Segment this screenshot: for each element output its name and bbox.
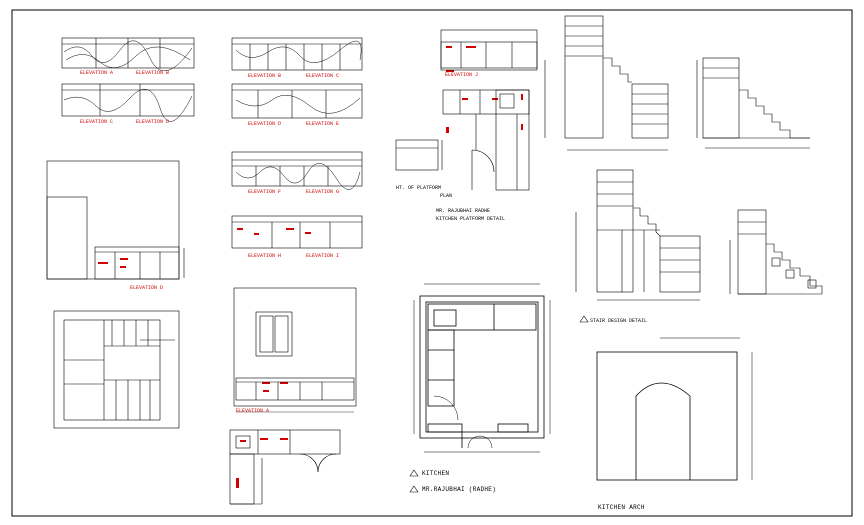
platform-elevation-top-center bbox=[440, 29, 538, 71]
triangle-markers bbox=[409, 315, 589, 493]
label-elevation-d-top: ELEVATION D bbox=[136, 119, 170, 125]
label-elevation-c-mid: ELEVATION C bbox=[306, 73, 340, 79]
label-stair-design-detail: STAIR DESIGN DETAIL bbox=[590, 318, 648, 324]
label-elevation-d-left: ELEVATION D bbox=[130, 285, 164, 291]
label-elevation-a-top: ELEVATION A bbox=[80, 70, 114, 76]
elevation-strip-f bbox=[231, 215, 363, 249]
label-elevation-e-mid: ELEVATION E bbox=[306, 121, 340, 127]
label-plan: PLAN bbox=[440, 193, 453, 199]
elevation-strip-a bbox=[61, 37, 195, 72]
sheet-border bbox=[11, 9, 853, 517]
kitchen-plan bbox=[413, 283, 551, 453]
elevation-strip-d bbox=[231, 83, 363, 119]
stair-elevation-2 bbox=[696, 57, 810, 149]
title-line-2: KITCHEN PLATFORM DETAIL bbox=[436, 216, 506, 222]
platform-plan-top-center bbox=[442, 89, 530, 191]
label-elevation-c-top: ELEVATION C bbox=[80, 119, 114, 125]
kitchen-arch bbox=[596, 337, 753, 481]
left-room-elevation bbox=[46, 160, 185, 280]
label-elevation-d-mid: ELEVATION D bbox=[248, 121, 282, 127]
elevation-strip-b bbox=[61, 83, 195, 122]
red-annotations bbox=[98, 46, 523, 488]
label-elevation-f: ELEVATION F bbox=[248, 189, 282, 195]
label-elevation-i: ELEVATION I bbox=[306, 253, 340, 259]
stair-elevation-4 bbox=[729, 209, 823, 295]
label-elevation-b-mid: ELEVATION B bbox=[248, 73, 282, 79]
label-ht-of-platform: HT. OF PLATFORM bbox=[396, 185, 442, 191]
label-elevation-g: ELEVATION G bbox=[306, 189, 340, 195]
label-owner: MR.RAJUBHAI (RADHE) bbox=[422, 486, 497, 493]
platform-plan-bottom bbox=[229, 429, 341, 505]
title-line-1: MR. RAJUBHAI RADHE bbox=[436, 208, 491, 214]
label-elevation-b-top: ELEVATION B bbox=[136, 70, 170, 76]
window-elevation bbox=[233, 287, 357, 413]
ht-of-platform-detail bbox=[395, 139, 443, 171]
label-elevation-j: ELEVATION J bbox=[445, 72, 479, 78]
label-kitchen-arch: KITCHEN ARCH bbox=[598, 504, 645, 511]
stair-elevation-1 bbox=[544, 15, 669, 151]
label-kitchen: KITCHEN bbox=[422, 470, 450, 477]
label-elevation-h: ELEVATION H bbox=[248, 253, 282, 259]
elevation-strip-c bbox=[231, 37, 363, 71]
left-stair-plan bbox=[53, 310, 180, 429]
elevation-strip-e bbox=[231, 151, 363, 190]
label-elevation-a-bottom: ELEVATION A bbox=[236, 408, 270, 414]
stair-elevation-3 bbox=[575, 169, 701, 301]
